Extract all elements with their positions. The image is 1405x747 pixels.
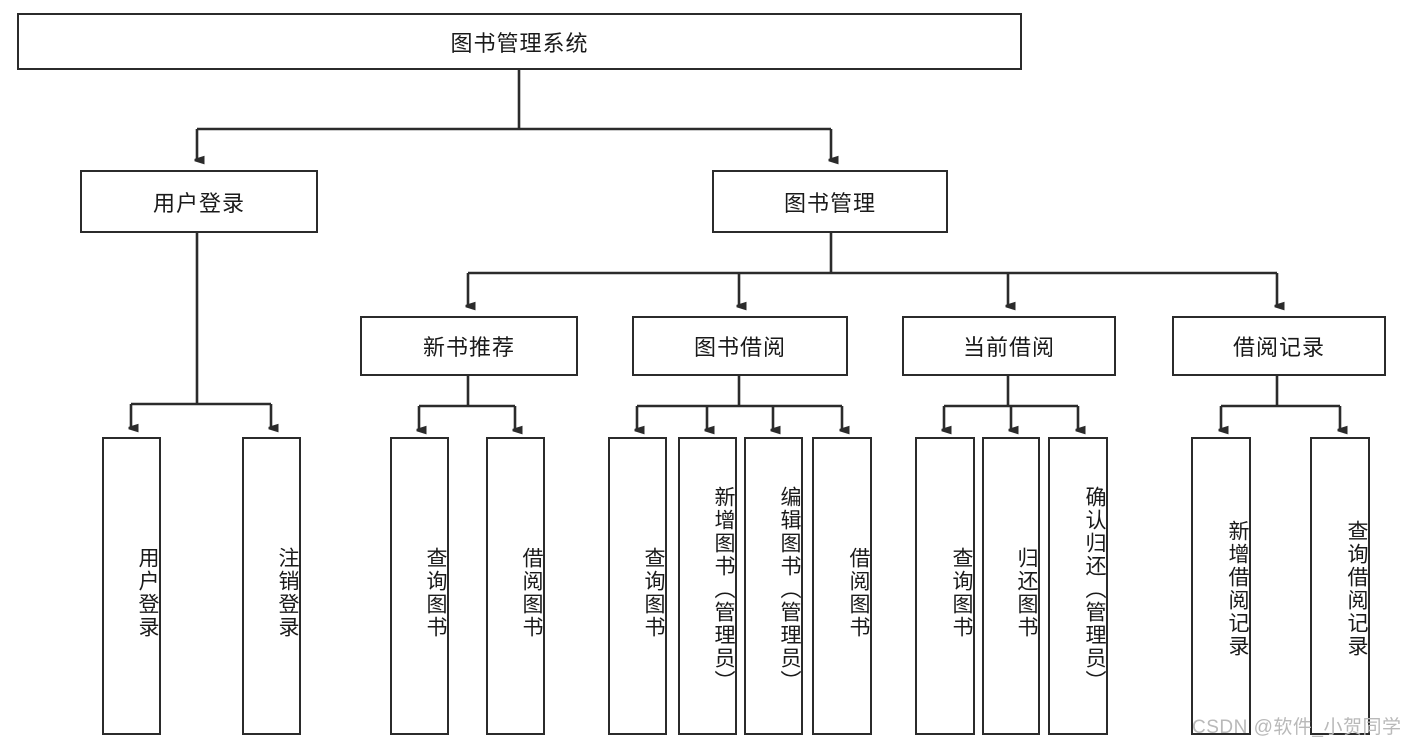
node-user-login-label: 用户登录: [152, 190, 245, 216]
leaf-logout[interactable]: 注销登录: [242, 437, 301, 735]
leaf-cb-confirm-return-label: 确认归还（管理员）: [1083, 485, 1106, 693]
leaf-cb-return-book-label: 归还图书: [1015, 547, 1038, 639]
node-new-book-recommend[interactable]: 新书推荐: [360, 316, 578, 376]
leaf-br-add-record[interactable]: 新增借阅记录: [1191, 437, 1251, 735]
node-current-borrow[interactable]: 当前借阅: [902, 316, 1116, 376]
node-root-label: 图书管理系统: [450, 30, 589, 56]
leaf-user-login-label: 用户登录: [136, 547, 159, 639]
leaf-bb-borrow-book[interactable]: 借阅图书: [812, 437, 872, 735]
leaf-bb-edit-book-label: 编辑图书（管理员）: [778, 485, 801, 693]
leaf-cb-query-book[interactable]: 查询图书: [915, 437, 975, 735]
leaf-user-login[interactable]: 用户登录: [102, 437, 161, 735]
node-book-borrow[interactable]: 图书借阅: [632, 316, 848, 376]
leaf-bb-query-book-label: 查询图书: [642, 547, 665, 639]
leaf-br-query-record-label: 查询借阅记录: [1345, 520, 1368, 658]
csdn-watermark: CSDN @软件_小贺同学: [1192, 717, 1402, 738]
leaf-bb-query-book[interactable]: 查询图书: [608, 437, 667, 735]
leaf-br-query-record[interactable]: 查询借阅记录: [1310, 437, 1370, 735]
leaf-nb-borrow-book[interactable]: 借阅图书: [486, 437, 545, 735]
leaf-bb-add-book[interactable]: 新增图书（管理员）: [678, 437, 737, 735]
node-borrow-records-label: 借阅记录: [1232, 335, 1325, 360]
node-borrow-records[interactable]: 借阅记录: [1172, 316, 1386, 376]
leaf-nb-borrow-book-label: 借阅图书: [520, 547, 543, 639]
node-user-login[interactable]: 用户登录: [80, 170, 318, 233]
node-current-borrow-label: 当前借阅: [962, 335, 1055, 360]
leaf-nb-query-book[interactable]: 查询图书: [390, 437, 449, 735]
leaf-bb-borrow-book-label: 借阅图书: [847, 547, 870, 639]
leaf-nb-query-book-label: 查询图书: [424, 547, 447, 639]
node-root[interactable]: 图书管理系统: [17, 13, 1022, 70]
leaf-cb-confirm-return[interactable]: 确认归还（管理员）: [1048, 437, 1108, 735]
leaf-br-add-record-label: 新增借阅记录: [1226, 520, 1249, 658]
node-book-management-label: 图书管理: [783, 190, 876, 216]
node-book-borrow-label: 图书借阅: [693, 335, 786, 360]
leaf-bb-add-book-label: 新增图书（管理员）: [712, 485, 735, 693]
node-book-management[interactable]: 图书管理: [712, 170, 948, 233]
leaf-cb-return-book[interactable]: 归还图书: [982, 437, 1040, 735]
leaf-bb-edit-book[interactable]: 编辑图书（管理员）: [744, 437, 803, 735]
leaf-logout-label: 注销登录: [276, 547, 299, 639]
leaf-cb-query-book-label: 查询图书: [950, 547, 973, 639]
node-new-book-recommend-label: 新书推荐: [422, 335, 515, 360]
